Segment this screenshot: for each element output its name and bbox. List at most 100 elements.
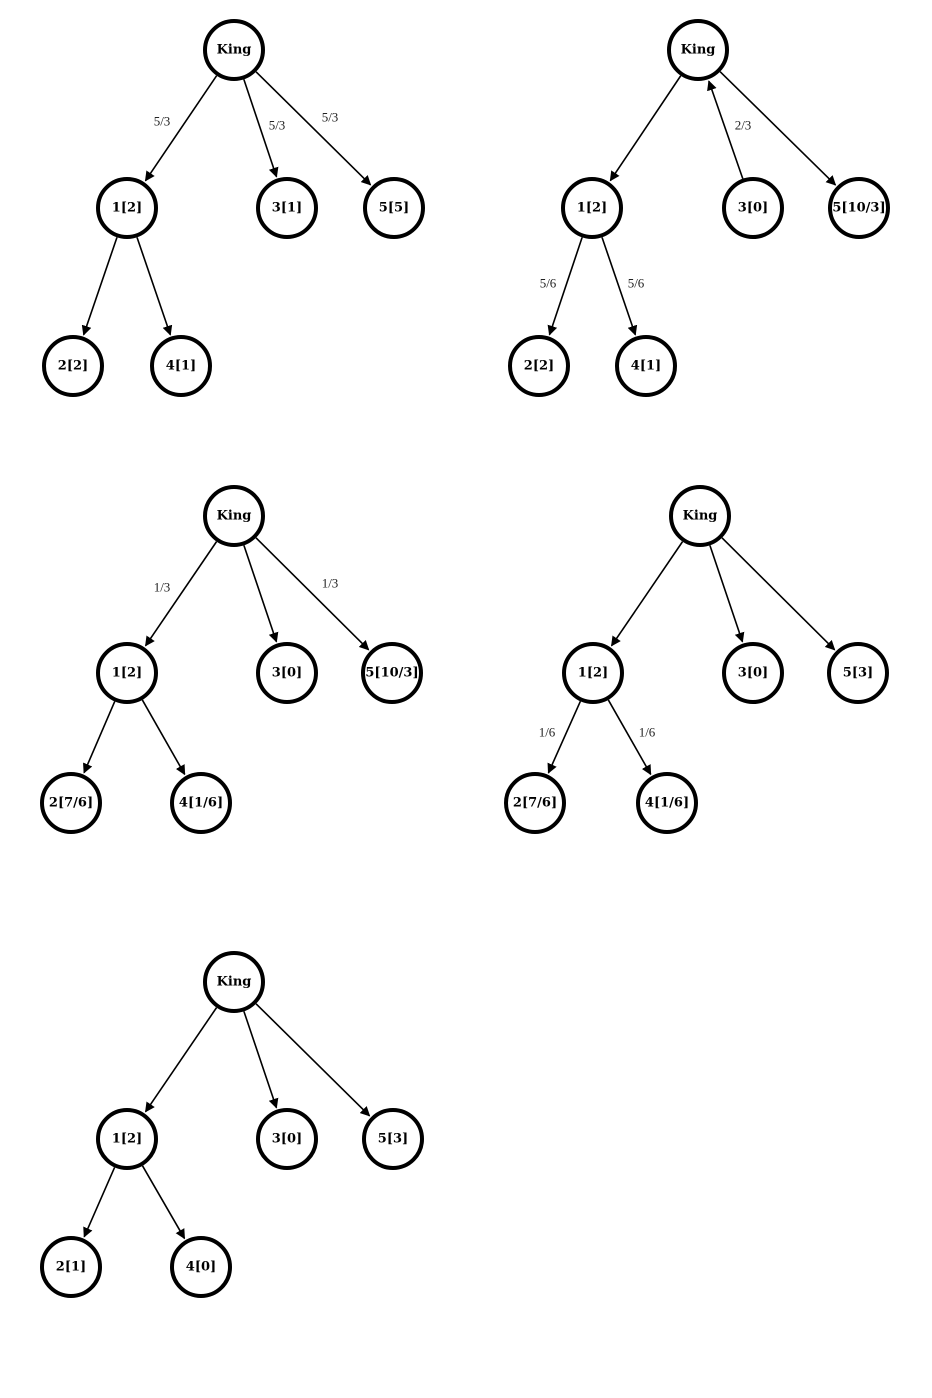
node-circle <box>362 1108 424 1170</box>
node-circle <box>203 951 265 1013</box>
node-circle <box>256 177 318 239</box>
node-label: 3[0] <box>738 201 768 216</box>
node-circle <box>667 19 729 81</box>
edge-arrow-n1-n2 <box>547 237 583 336</box>
edge-arrow-n1-n4 <box>141 1165 186 1240</box>
edge-arrow-king-n3 <box>243 545 279 643</box>
tree-node-n2: 2[2] <box>508 335 570 397</box>
edge-label: 1/3 <box>154 580 171 595</box>
edge-arrow-king-n1 <box>144 541 218 647</box>
edge-arrow-n1-n4 <box>141 699 186 776</box>
tree-node-n5: 5[5] <box>363 177 425 239</box>
tree-node-n3: 3[0] <box>256 642 318 704</box>
edge-label: 5/6 <box>540 276 557 291</box>
edge-arrow-n1-n2 <box>83 701 116 774</box>
node-circle <box>150 335 212 397</box>
edge-arrow-n1-n2 <box>81 237 118 336</box>
node-label: 3[0] <box>272 1132 302 1147</box>
node-label: 4[1] <box>166 359 196 374</box>
edge-arrow-king-n5 <box>255 71 372 186</box>
tree-node-n1: 1[2] <box>561 177 623 239</box>
edge-arrow-king-n5 <box>721 537 836 651</box>
node-circle <box>96 1108 158 1170</box>
node-label: 4[1/6] <box>645 796 689 811</box>
node-circle <box>669 485 731 547</box>
tree-node-n2: 2[7/6] <box>40 772 102 834</box>
node-label: 5[3] <box>843 666 873 681</box>
edge-label: 5/3 <box>322 110 339 125</box>
node-label: 3[0] <box>272 666 302 681</box>
tree-node-n4: 4[0] <box>170 1236 232 1298</box>
node-circle <box>203 485 265 547</box>
edge-arrow-n1-n4 <box>607 699 652 776</box>
edge-label: 1/3 <box>322 576 339 591</box>
tree-node-king: King <box>669 485 731 547</box>
node-circle <box>508 335 570 397</box>
edge-label: 5/3 <box>154 114 171 129</box>
node-circle <box>722 642 784 704</box>
edge-arrow-n1-n4 <box>601 237 638 336</box>
tree-node-n5: 5[3] <box>362 1108 424 1170</box>
node-circle <box>96 177 158 239</box>
node-circle <box>363 177 425 239</box>
node-label: 5[10/3] <box>365 666 418 681</box>
tree-node-n5: 5[10/3] <box>828 177 890 239</box>
node-label: 3[1] <box>272 201 302 216</box>
tree-node-n4: 4[1] <box>615 335 677 397</box>
tree-node-n3: 3[1] <box>256 177 318 239</box>
tree-node-n4: 4[1/6] <box>170 772 232 834</box>
edge-arrow-king-n5 <box>719 71 837 186</box>
node-label: 5[10/3] <box>832 201 885 216</box>
edge-arrow-king-n1 <box>610 541 684 647</box>
node-circle <box>562 642 624 704</box>
node-circle <box>170 1236 232 1298</box>
node-label: 4[1/6] <box>179 796 223 811</box>
node-label: King <box>681 43 716 58</box>
node-label: 1[2] <box>112 666 142 681</box>
edge-arrow-king-n5 <box>255 537 370 651</box>
node-label: 2[2] <box>524 359 554 374</box>
edge-arrow-king-n3 <box>243 1011 279 1109</box>
tree-node-king: King <box>203 951 265 1013</box>
node-label: 1[2] <box>112 201 142 216</box>
node-circle <box>636 772 698 834</box>
node-circle <box>561 177 623 239</box>
tree-node-n2: 2[1] <box>40 1236 102 1298</box>
edge-arrow-king-n3 <box>243 79 279 178</box>
node-label: 1[2] <box>578 666 608 681</box>
node-circle <box>615 335 677 397</box>
edge-label: 2/3 <box>735 118 752 133</box>
edge-arrow-king-n1 <box>144 1007 218 1113</box>
tree-node-n1: 1[2] <box>96 1108 158 1170</box>
node-label: 1[2] <box>112 1132 142 1147</box>
node-label: 1[2] <box>577 201 607 216</box>
tree-node-n3: 3[0] <box>722 177 784 239</box>
node-label: 2[7/6] <box>513 796 557 811</box>
node-label: King <box>683 509 718 524</box>
node-label: 2[1] <box>56 1260 86 1275</box>
edge-arrow-n3-king <box>707 80 744 179</box>
node-circle <box>203 19 265 81</box>
node-circle <box>827 642 889 704</box>
node-circle <box>828 177 890 239</box>
tree-node-n2: 2[7/6] <box>504 772 566 834</box>
node-circle <box>722 177 784 239</box>
node-label: King <box>217 43 252 58</box>
edge-label: 1/6 <box>539 725 556 740</box>
edge-arrow-n1-n4 <box>136 237 173 336</box>
node-label: King <box>217 975 252 990</box>
edge-arrow-king-n1 <box>144 75 218 182</box>
node-circle <box>504 772 566 834</box>
tree-node-n3: 3[0] <box>722 642 784 704</box>
node-label: 5[5] <box>379 201 409 216</box>
tree-node-n1: 1[2] <box>96 177 158 239</box>
tree-node-n1: 1[2] <box>96 642 158 704</box>
tree-5: King 1[2] 3[0] 5[3] 2[1] 4[0] <box>40 951 424 1298</box>
tree-2: 2/3 5/6 5/6 King 1[2] 3[0] 5[10/3] 2[2] 4[1] <box>508 19 890 397</box>
node-circle <box>170 772 232 834</box>
edge-label: 5/6 <box>628 276 645 291</box>
edge-arrow-king-n5 <box>255 1003 371 1117</box>
